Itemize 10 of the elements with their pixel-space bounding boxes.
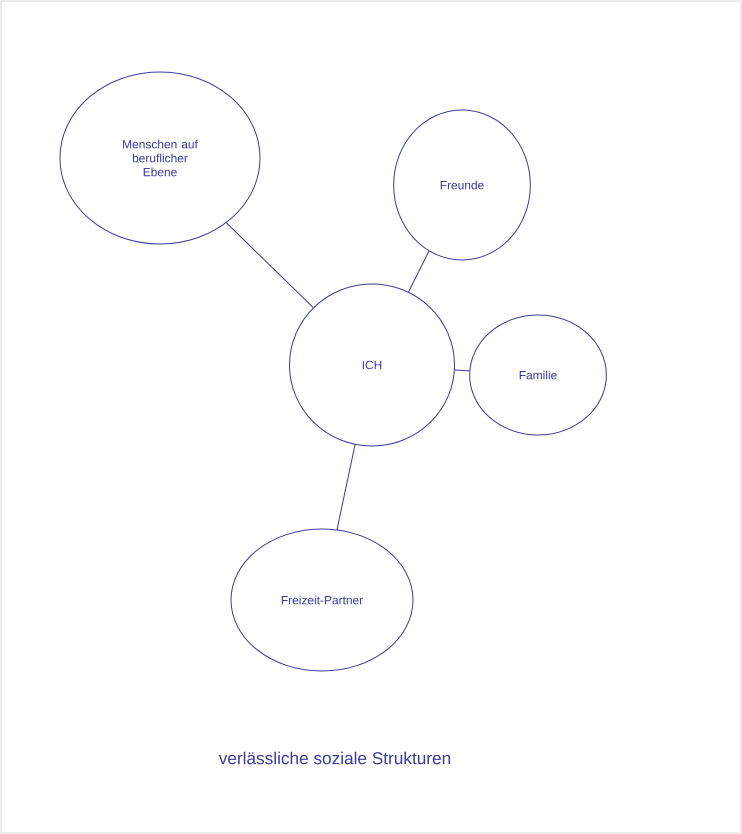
circle-node: Freizeit-Partner <box>230 528 414 672</box>
connector-line <box>336 444 356 530</box>
caption: verlässliche soziale Strukturen <box>218 752 450 764</box>
circle-node: Freunde <box>393 110 531 260</box>
circle-node: ICH <box>289 284 455 446</box>
connector-line <box>226 222 314 308</box>
circle-node: Familie <box>469 314 607 436</box>
circle-node: Menschen auf beruflicher Ebene <box>60 72 260 244</box>
connector-line <box>454 369 470 372</box>
connector-line <box>408 250 430 292</box>
